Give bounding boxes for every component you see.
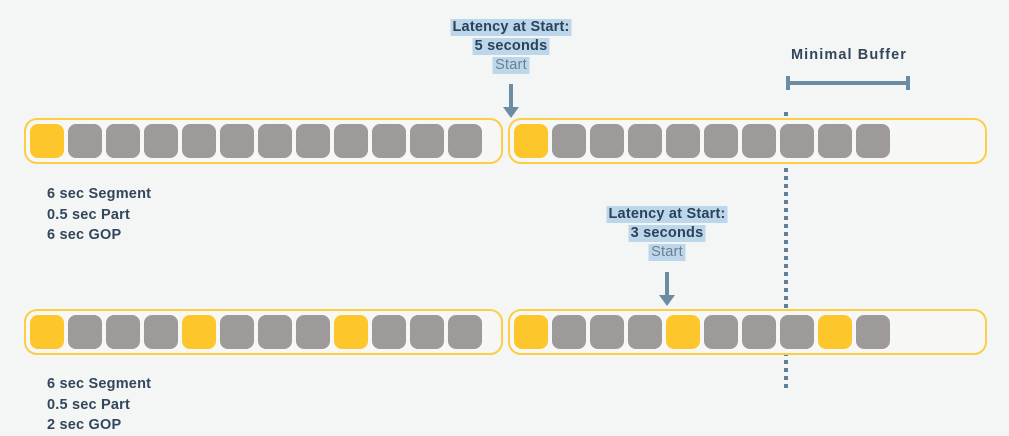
media-block (296, 124, 330, 158)
media-block (106, 124, 140, 158)
buffer-threshold-divider (784, 112, 788, 392)
media-block (856, 315, 890, 349)
latency-callout-top: Latency at Start: 5 seconds Start (450, 18, 572, 75)
media-block (106, 315, 140, 349)
media-block (68, 315, 102, 349)
media-block (296, 315, 330, 349)
media-block (258, 124, 292, 158)
media-block (514, 315, 548, 349)
media-block (144, 315, 178, 349)
media-block (742, 315, 776, 349)
media-block (552, 315, 586, 349)
media-block (552, 124, 586, 158)
row-0-segment-0-blocks (30, 124, 482, 158)
media-block (818, 315, 852, 349)
row-0-caption: 6 sec Segment 0.5 sec Part 6 sec GOP (47, 184, 151, 246)
latency-callout-middle-title: Latency at Start: (606, 206, 728, 224)
media-block (372, 124, 406, 158)
media-block (334, 315, 368, 349)
media-block (30, 124, 64, 158)
media-block (780, 315, 814, 349)
minimal-buffer-label: Minimal Buffer (790, 47, 908, 63)
latency-callout-top-value: 5 seconds (472, 37, 550, 55)
start-arrow-top-icon (502, 84, 520, 118)
media-block (590, 124, 624, 158)
media-block (334, 124, 368, 158)
media-block (144, 124, 178, 158)
media-block (818, 124, 852, 158)
media-block (410, 124, 444, 158)
row-1-segment-1-blocks (514, 315, 890, 349)
row-1-caption-segment: 6 sec Segment (47, 376, 152, 392)
row-1-segment-1 (508, 309, 987, 355)
media-block (68, 124, 102, 158)
row-1-segment-0 (24, 309, 503, 355)
row-1-caption-gop: 2 sec GOP (47, 417, 122, 434)
media-block (220, 315, 254, 349)
media-block (780, 124, 814, 158)
media-block (182, 315, 216, 349)
media-block (628, 124, 662, 158)
media-block (30, 315, 64, 349)
media-block (258, 315, 292, 349)
minimal-buffer-bracket-icon (786, 76, 910, 90)
media-block (372, 315, 406, 349)
row-1-caption: 6 sec Segment 0.5 sec Part 2 sec GOP (47, 374, 151, 436)
latency-callout-middle: Latency at Start: 3 seconds Start (606, 205, 728, 262)
media-block (666, 124, 700, 158)
latency-callout-middle-value: 3 seconds (628, 224, 706, 242)
row-0-caption-segment: 6 sec Segment (47, 186, 152, 202)
latency-callout-top-marker: Start (492, 56, 530, 74)
media-block (410, 315, 444, 349)
media-block (448, 315, 482, 349)
media-block (704, 124, 738, 158)
media-block (514, 124, 548, 158)
row-0-segment-1-blocks (514, 124, 890, 158)
latency-callout-middle-marker: Start (648, 243, 686, 261)
row-1-segment-0-blocks (30, 315, 482, 349)
row-0-segment-0 (24, 118, 503, 164)
row-0-caption-gop: 6 sec GOP (47, 227, 122, 244)
media-block (628, 315, 662, 349)
media-block (590, 315, 624, 349)
latency-callout-top-title: Latency at Start: (450, 19, 572, 37)
media-block (742, 124, 776, 158)
row-1-caption-part: 0.5 sec Part (47, 396, 131, 413)
media-block (220, 124, 254, 158)
row-0-segment-1 (508, 118, 987, 164)
media-block (704, 315, 738, 349)
media-block (448, 124, 482, 158)
media-block (856, 124, 890, 158)
media-block (666, 315, 700, 349)
start-arrow-middle-icon (658, 272, 676, 306)
media-block (182, 124, 216, 158)
row-0-caption-part: 0.5 sec Part (47, 206, 131, 223)
